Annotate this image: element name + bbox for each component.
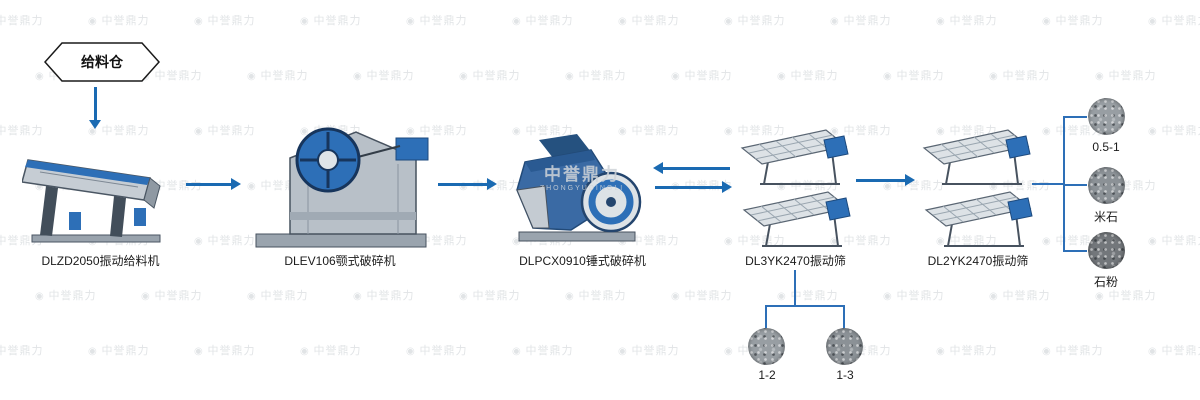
- watermark-text: 中誉鼎力: [724, 12, 786, 28]
- watermark-text: 中誉鼎力: [565, 67, 627, 83]
- watermark-text: 中誉鼎力: [194, 122, 256, 138]
- arrow-hammer-to-screen: [655, 181, 732, 193]
- watermark-text: 中誉鼎力: [830, 12, 892, 28]
- watermark-text: 中誉鼎力: [1148, 232, 1200, 248]
- arrow-feeder-to-jaw: [186, 178, 241, 190]
- watermark-text: 中誉鼎力: [936, 342, 998, 358]
- watermark-text: 中誉鼎力: [194, 342, 256, 358]
- watermark-text: 中誉鼎力: [247, 67, 309, 83]
- vibrating-screen-2-illustration: [922, 129, 1033, 247]
- arrow-screen1-to-screen2: [856, 174, 915, 186]
- watermark-text: 中誉鼎力: [406, 12, 468, 28]
- hammer-crusher-label: DLPCX0910锤式破碎机: [519, 254, 646, 268]
- watermark-text: 中誉鼎力: [1042, 342, 1104, 358]
- watermark-text: 中誉鼎力: [88, 342, 150, 358]
- jaw-crusher-label: DLEV106颚式破碎机: [284, 254, 396, 268]
- watermark-text: 中誉鼎力: [141, 287, 203, 303]
- screen-1-label: DL3YK2470振动筛: [745, 254, 846, 268]
- output-image-shifen: [1088, 232, 1125, 269]
- watermark-text: 中誉鼎力: [777, 67, 839, 83]
- connector-screen2-to-bracket: [1032, 183, 1064, 185]
- watermark-text: 中誉鼎力: [618, 12, 680, 28]
- watermark-text: 中誉鼎力: [459, 67, 521, 83]
- watermark-text: 中誉鼎力: [1148, 122, 1200, 138]
- output-label-1-3: 1-3: [836, 368, 854, 382]
- feed-bin-shape: [43, 42, 161, 82]
- watermark-text: 中誉鼎力: [300, 342, 362, 358]
- vibrating-feeder-illustration: [22, 159, 161, 243]
- watermark-text: 中誉鼎力: [247, 287, 309, 303]
- screen-2-label: DL2YK2470振动筛: [927, 254, 1029, 268]
- watermark-text: 中誉鼎力: [194, 232, 256, 248]
- branch-stub-right: [843, 305, 845, 329]
- watermark-text: 中誉鼎力: [936, 12, 998, 28]
- watermark-text: 中誉鼎力: [353, 67, 415, 83]
- watermark-text: 中誉鼎力: [406, 342, 468, 358]
- watermark-text: 中誉鼎力: [300, 12, 362, 28]
- watermark-text: 中誉鼎力: [459, 287, 521, 303]
- watermark-text: 中誉鼎力: [883, 67, 945, 83]
- watermark-text: 中誉鼎力: [512, 342, 574, 358]
- watermark-text: 中誉鼎力: [777, 287, 839, 303]
- arrow-jaw-to-hammer: [438, 178, 497, 190]
- watermark-text: 中誉鼎力: [671, 67, 733, 83]
- watermark-text: 中誉鼎力: [989, 67, 1051, 83]
- arrow-bin-to-feeder: [89, 87, 101, 129]
- branch-stub-left: [765, 305, 767, 329]
- watermark-text: 中誉鼎力: [618, 342, 680, 358]
- output-image-1-2: [748, 328, 785, 365]
- output-label-1-2: 1-2: [758, 368, 776, 382]
- output-image-mishi: [1088, 167, 1125, 204]
- watermark-text: 中誉鼎力: [1148, 342, 1200, 358]
- feed-bin: 给料仓: [43, 42, 161, 82]
- watermark-text: 中誉鼎力: [512, 12, 574, 28]
- watermark-text: 中誉鼎力: [88, 12, 150, 28]
- watermark-text: 中誉鼎力: [353, 287, 415, 303]
- bracket-stub-top: [1063, 116, 1087, 118]
- jaw-crusher-illustration: [255, 127, 429, 248]
- feeder-label: DLZD2050振动给料机: [41, 254, 160, 268]
- hammer-crusher-illustration: [516, 134, 642, 242]
- branch-horizontal: [765, 305, 845, 307]
- output-label-mishi: 米石: [1093, 210, 1118, 224]
- output-label-0-5-1: 0.5-1: [1092, 140, 1120, 154]
- watermark-text: 中誉鼎力: [671, 287, 733, 303]
- vibrating-screen-1-illustration: [740, 129, 851, 247]
- arrow-screen-to-hammer-return: [653, 162, 730, 174]
- watermark-text: 中誉鼎力: [989, 287, 1051, 303]
- watermark-text: 中誉鼎力: [883, 287, 945, 303]
- watermark-text: 中誉鼎力: [194, 12, 256, 28]
- bracket-stub-middle: [1063, 184, 1087, 186]
- feed-bin-label: 给料仓: [81, 54, 123, 70]
- watermark-text: 中誉鼎力: [0, 122, 44, 138]
- branch-vertical-from-screen1: [794, 270, 796, 306]
- watermark-text: 中誉鼎力: [1095, 67, 1157, 83]
- watermark-text: 中誉鼎力: [1148, 12, 1200, 28]
- watermark-text: 中誉鼎力: [1042, 12, 1104, 28]
- output-image-0-5-1: [1088, 98, 1125, 135]
- watermark-text: 中誉鼎力: [565, 287, 627, 303]
- watermark-text: 中誉鼎力: [0, 12, 44, 28]
- bracket-stub-bottom: [1063, 250, 1087, 252]
- output-label-shifen: 石粉: [1093, 275, 1118, 289]
- watermark-text: 中誉鼎力: [0, 342, 44, 358]
- watermark-text: 中誉鼎力: [35, 287, 97, 303]
- output-image-1-3: [826, 328, 863, 365]
